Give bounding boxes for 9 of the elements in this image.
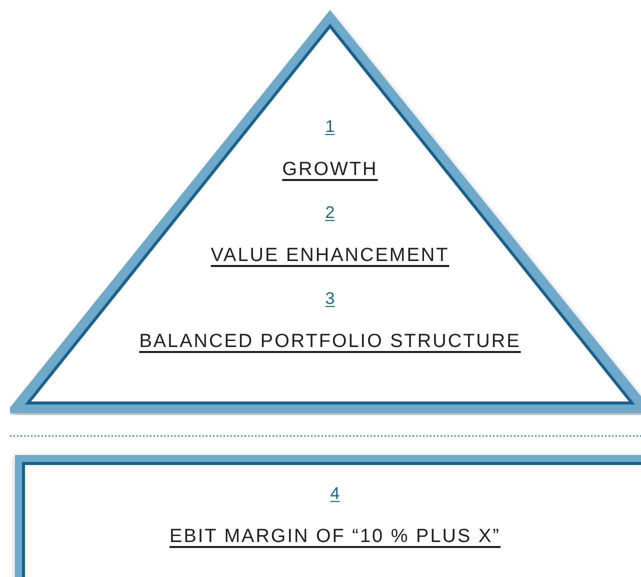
item-number: 2 bbox=[325, 202, 335, 224]
goal-box bbox=[15, 455, 641, 577]
goal-heading: BALANCED PORTFOLIO STRUCTURE bbox=[139, 330, 521, 354]
goal-heading: EBIT MARGIN OF “10 % PLUS X” bbox=[170, 525, 500, 549]
goal-heading: VALUE ENHANCEMENT bbox=[210, 244, 450, 268]
item-number: 3 bbox=[325, 288, 335, 310]
goal-heading: GROWTH bbox=[282, 158, 378, 182]
item-number: 4 bbox=[330, 483, 340, 505]
item-number: 1 bbox=[325, 116, 335, 138]
